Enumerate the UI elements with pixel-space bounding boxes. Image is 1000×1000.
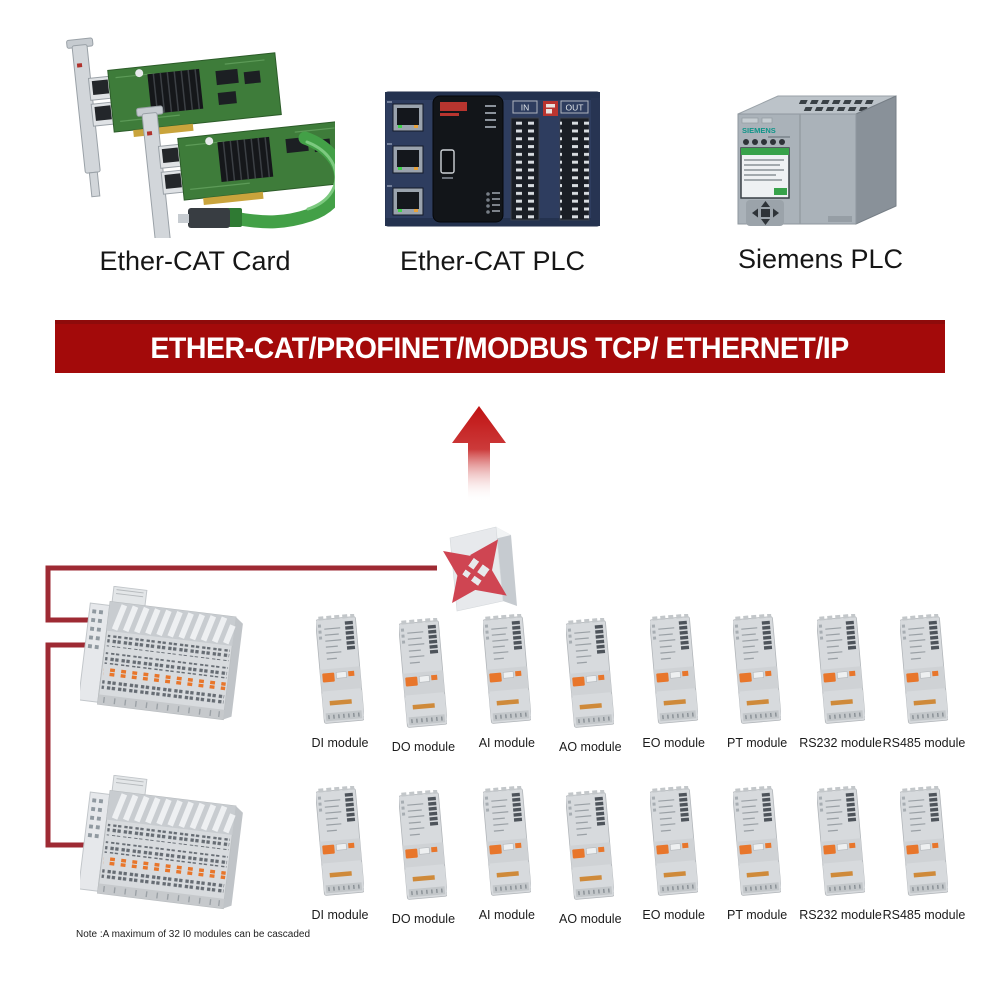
module-ai: AI module [467,786,547,926]
module-label: AI module [478,908,535,922]
protocol-banner: ETHER-CAT/PROFINET/MODBUS TCP/ ETHERNET/… [55,320,945,373]
module-do: DO module [383,790,463,926]
module-eo: EO module [634,786,714,926]
siemens-plc-figure: SIEMENS Siemens PLC [728,88,913,274]
plc-in-label: IN [521,103,530,113]
io-stack-2 [80,775,270,931]
ethercat-card-image [66,37,335,238]
module-label: EO module [642,908,705,922]
plc-front-panel [432,95,504,223]
module-label: AI module [478,736,535,750]
cascade-note: Note :A maximum of 32 I0 modules can be … [76,929,311,940]
module-ao: AO module [550,790,630,926]
module-ao: AO module [550,618,630,754]
module-label: EO module [642,736,705,750]
module-label: RS232 module [799,908,882,922]
io-stack-1 [80,586,270,742]
io-module-image [650,786,698,900]
vent-slots [798,100,874,111]
module-label: AO module [559,912,622,926]
rj45-connector [178,208,242,228]
module-di: DI module [300,614,380,754]
io-module-image [817,614,865,728]
module-label: DI module [311,908,369,922]
plc-display [740,147,790,199]
siemens-plc-image: SIEMENS [737,95,897,226]
ethernet-cable [227,131,335,229]
io-module-image [399,618,447,732]
plc-ethernet-ports [387,101,424,216]
module-row-1: DI module DO module AI module AO module … [300,614,966,754]
module-label: RS485 module [882,908,966,922]
module-label: AO module [559,740,622,754]
io-module-image [733,614,781,728]
module-label: DO module [391,912,456,926]
red-gradient-up-arrow-icon [452,406,506,502]
module-label: DI module [311,736,369,750]
io-module-image [900,786,948,900]
module-eo: EO module [634,614,714,754]
siemens-brand-label: SIEMENS [742,126,776,135]
ethercat-plc-image: IN OUT [385,91,600,227]
plc-dpad [746,200,784,226]
module-rs232: RS232 module [799,786,882,926]
module-pt: PT module [717,614,797,754]
io-module-image [316,614,364,728]
module-pt: PT module [717,786,797,926]
module-label: PT module [727,908,788,922]
ethercat-card-label: Ether-CAT Card [99,246,291,276]
ethercat-plc-figure: IN OUT Ether-CAT PLC [385,88,600,276]
module-row-2: DI module DO module AI module AO module … [300,786,966,926]
module-rs232: RS232 module [799,614,882,754]
io-module-image [733,786,781,900]
module-ai: AI module [467,614,547,754]
io-module-image [650,614,698,728]
io-module-image [566,790,614,904]
module-label: DO module [391,740,456,754]
io-module-image [483,786,531,900]
module-rs485: RS485 module [882,614,966,754]
protocol-banner-text: ETHER-CAT/PROFINET/MODBUS TCP/ ETHERNET/… [150,331,850,365]
io-module-image [566,618,614,732]
io-module-image [900,614,948,728]
plc-brand-logo-icon [543,101,558,116]
ethercat-card-figure: Ether-CAT Card [60,28,335,276]
module-label: RS232 module [799,736,882,750]
plc-in-terminal: IN [510,100,540,221]
network-switch-crossed-arrows-icon [443,526,517,612]
plc-out-label: OUT [566,103,584,113]
plc-out-terminal: OUT [559,100,590,221]
ethercat-plc-label: Ether-CAT PLC [399,246,586,276]
module-rs485: RS485 module [882,786,966,926]
module-label: PT module [727,736,788,750]
module-label: RS485 module [882,736,966,750]
module-do: DO module [383,618,463,754]
siemens-plc-label: Siemens PLC [737,244,904,274]
io-module-image [817,786,865,900]
plc-buttons [743,139,785,145]
io-module-image [316,786,364,900]
module-di: DI module [300,786,380,926]
io-module-image [483,614,531,728]
io-module-image [399,790,447,904]
